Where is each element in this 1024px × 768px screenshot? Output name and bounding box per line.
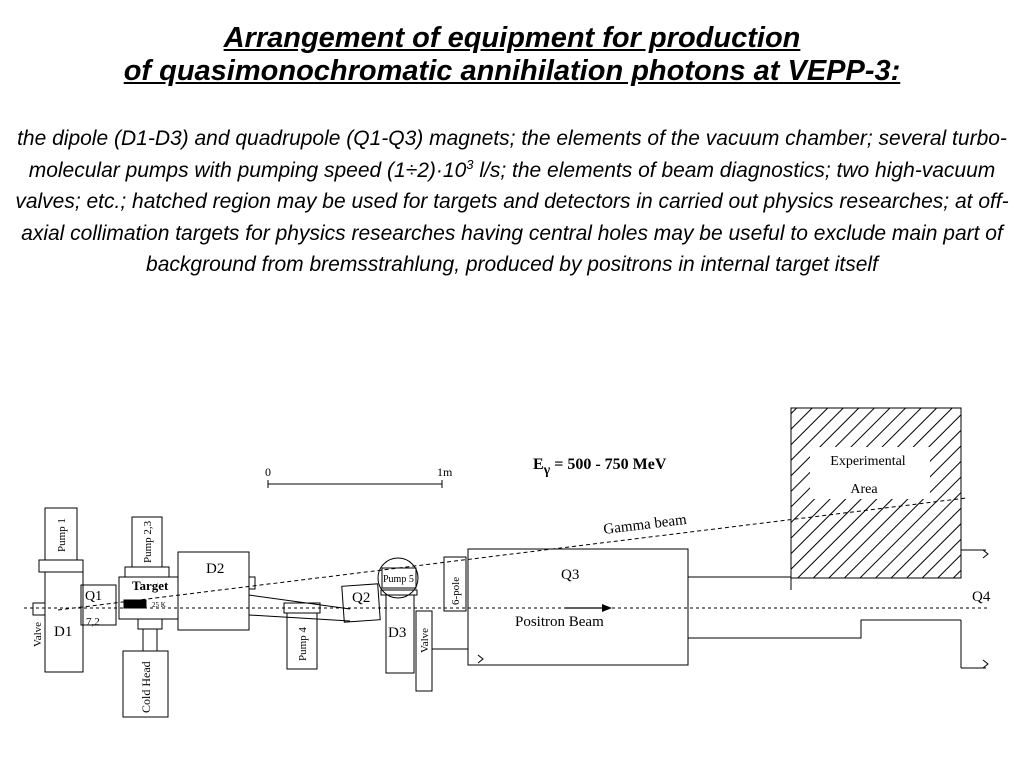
description-text: the dipole (D1-D3) and quadrupole (Q1-Q3…	[14, 123, 1010, 281]
equipment-diagram: 0 1m Eγ = 500 - 750 MeV Experimental Are…	[24, 407, 991, 718]
d3-label: D3	[388, 625, 406, 641]
pump-2-3-flange	[124, 566, 170, 578]
pump-4	[286, 612, 318, 670]
positron-beam-label: Positron Beam	[515, 614, 604, 630]
q1-label: Q1	[85, 589, 102, 604]
sixpole	[443, 556, 467, 612]
pump-1-flange	[38, 559, 84, 573]
quadrupole-q2	[341, 583, 381, 623]
pump-1-label: Pump 1	[56, 518, 68, 552]
break-mark-left	[477, 654, 484, 664]
cold-head-flange	[137, 618, 163, 630]
pump-5-circle	[377, 557, 419, 599]
pump-5-label: Pump 5	[383, 574, 414, 585]
valve-left-label: Valve	[32, 622, 44, 647]
dipole-d2	[177, 551, 250, 631]
q4-label: Q4	[972, 589, 991, 605]
q3-label: Q3	[561, 567, 579, 583]
gamma-beam-line	[57, 497, 967, 611]
cold-head-neck	[142, 628, 158, 652]
break-mark-right-top	[982, 549, 989, 559]
gamma-beam-label: Gamma beam	[603, 512, 688, 538]
pump-4-label: Pump 4	[297, 627, 309, 661]
energy-subscript: γ	[543, 463, 551, 478]
quadrupole-q1	[80, 584, 117, 626]
pump-5	[381, 567, 417, 589]
valve-left-box	[32, 602, 46, 616]
description-part-2: l/s; the elements of beam diagnostics; t…	[15, 158, 1009, 277]
description-exponent: 3	[466, 156, 474, 172]
cold-head	[122, 650, 169, 718]
energy-symbol: E	[533, 456, 544, 473]
break-mark-right-bottom	[982, 659, 989, 669]
energy-value: = 500 - 750 MeV	[550, 456, 667, 473]
dipole-d1	[44, 571, 84, 673]
scale-end-label: 1m	[437, 465, 453, 479]
valve-right	[415, 610, 433, 692]
scale-start-label: 0	[265, 465, 271, 479]
target-label: Target	[132, 578, 169, 593]
quadrupole-q3	[467, 548, 689, 666]
energy-label: Eγ = 500 - 750 MeV	[533, 456, 667, 478]
d2-port	[248, 576, 256, 590]
vacuum-pipe-top	[248, 594, 351, 610]
slide-title: Arrangement of equipment for production …	[0, 22, 1024, 88]
pipe-upper	[688, 576, 792, 590]
d1-label: D1	[54, 624, 72, 640]
q2-label: Q2	[352, 590, 370, 606]
target-bar	[123, 599, 147, 609]
title-line-2: of quasimonochromatic annihilation photo…	[123, 55, 901, 87]
title-line-1: Arrangement of equipment for production	[223, 22, 801, 54]
pipe-lower	[688, 619, 961, 639]
positron-beam-arrowhead	[602, 604, 612, 612]
sixpole-label: 6-pole	[450, 577, 462, 605]
valve-right-label: Valve	[419, 628, 431, 653]
vacuum-pipe-bottom	[248, 614, 351, 622]
experimental-area-label-bg	[810, 447, 930, 499]
angle-label: 7,2	[86, 616, 100, 628]
temperature-label: 25 K	[152, 601, 166, 609]
pump-2-3-label: Pump 2,3	[142, 520, 154, 563]
cold-head-label: Cold Head	[139, 661, 153, 713]
dipole-d3	[385, 594, 415, 674]
d2-label: D2	[206, 561, 224, 577]
description-part-1: the dipole (D1-D3) and quadrupole (Q1-Q3…	[17, 127, 1007, 182]
experimental-area-label-1: Experimental	[830, 454, 906, 469]
experimental-area-label-2: Area	[850, 482, 878, 497]
